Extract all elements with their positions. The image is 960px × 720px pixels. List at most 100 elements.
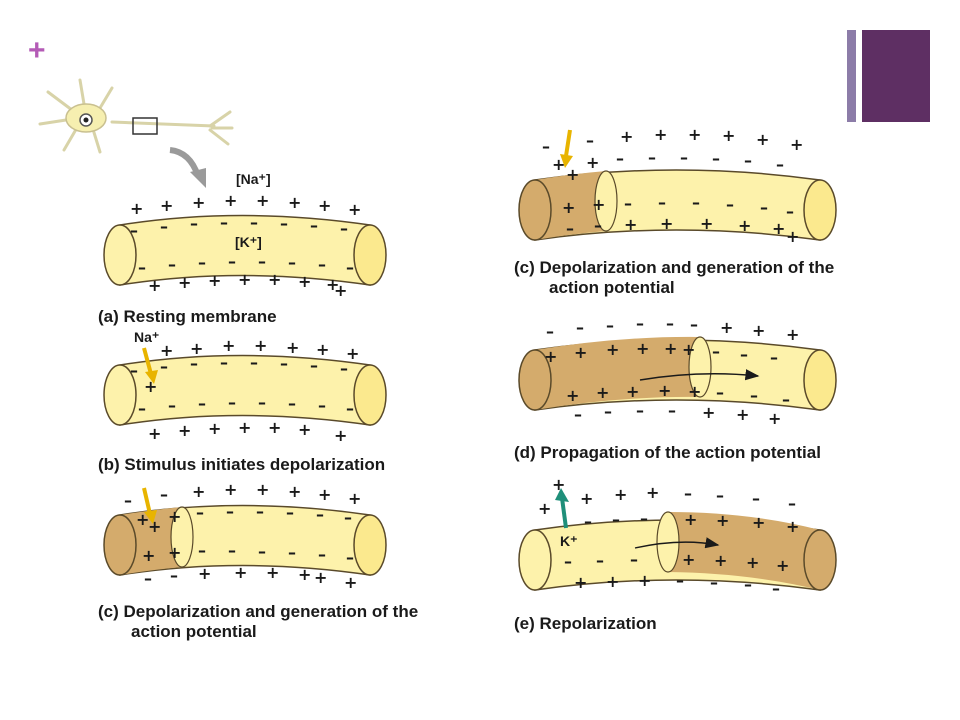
k-efflux-arrow xyxy=(555,488,569,529)
svg-text:+: + xyxy=(586,153,599,172)
svg-text:+: + xyxy=(144,377,157,396)
svg-text:+: + xyxy=(638,571,651,590)
svg-text:+: + xyxy=(348,200,361,219)
svg-text:+: + xyxy=(660,214,673,233)
svg-text:+: + xyxy=(776,556,789,575)
svg-text:–: – xyxy=(760,198,768,217)
svg-text:+: + xyxy=(752,321,765,340)
svg-text:+: + xyxy=(318,196,331,215)
svg-text:+: + xyxy=(254,336,267,355)
svg-text:+: + xyxy=(268,270,281,289)
svg-text:+: + xyxy=(190,339,203,358)
svg-text:+: + xyxy=(772,219,785,238)
svg-text:–: – xyxy=(668,401,676,420)
svg-text:–: – xyxy=(586,131,594,150)
svg-text:–: – xyxy=(750,386,758,405)
svg-text:+: + xyxy=(224,191,237,210)
svg-text:–: – xyxy=(280,354,288,373)
svg-text:+: + xyxy=(208,271,221,290)
svg-text:+: + xyxy=(786,227,799,246)
svg-text:–: – xyxy=(138,399,146,418)
svg-text:+: + xyxy=(700,214,713,233)
svg-text:–: – xyxy=(690,315,698,334)
svg-text:–: – xyxy=(616,149,624,168)
svg-text:+: + xyxy=(288,482,301,501)
svg-text:–: – xyxy=(666,314,674,333)
svg-text:+: + xyxy=(552,155,565,174)
svg-text:+: + xyxy=(658,381,671,400)
svg-text:–: – xyxy=(316,505,324,524)
svg-text:–: – xyxy=(346,399,354,418)
svg-text:–: – xyxy=(198,394,206,413)
axon-d xyxy=(518,336,837,411)
svg-text:+: + xyxy=(286,338,299,357)
svg-text:–: – xyxy=(346,548,354,567)
svg-text:–: – xyxy=(680,148,688,167)
svg-text:+: + xyxy=(636,339,649,358)
svg-text:+: + xyxy=(664,339,677,358)
svg-text:+: + xyxy=(654,125,667,144)
svg-text:+: + xyxy=(160,341,173,360)
svg-text:–: – xyxy=(710,573,718,592)
svg-text:+: + xyxy=(688,382,701,401)
svg-text:–: – xyxy=(772,579,780,598)
svg-text:+: + xyxy=(790,135,803,154)
svg-text:+: + xyxy=(702,403,715,422)
svg-text:–: – xyxy=(542,137,550,156)
svg-text:+: + xyxy=(224,480,237,499)
svg-text:–: – xyxy=(786,202,794,221)
svg-text:–: – xyxy=(692,193,700,212)
svg-text:–: – xyxy=(346,258,354,277)
svg-text:–: – xyxy=(776,155,784,174)
svg-text:+: + xyxy=(136,510,149,529)
caption-c-right-line2: action potential xyxy=(549,278,675,297)
charges-a: ++++ ++++ –––– –––– –––– –––– ++++ ++++ xyxy=(130,191,361,300)
svg-text:–: – xyxy=(196,503,204,522)
svg-text:+: + xyxy=(222,336,235,355)
svg-text:–: – xyxy=(712,342,720,361)
svg-text:–: – xyxy=(160,485,168,504)
svg-text:+: + xyxy=(178,421,191,440)
svg-text:+: + xyxy=(566,165,579,184)
svg-text:+: + xyxy=(786,325,799,344)
svg-text:–: – xyxy=(744,575,752,594)
svg-text:+: + xyxy=(314,568,327,587)
svg-text:+: + xyxy=(786,517,799,536)
axon-a xyxy=(103,214,387,286)
svg-text:+: + xyxy=(298,272,311,291)
svg-text:–: – xyxy=(220,353,228,372)
svg-text:+: + xyxy=(538,499,551,518)
svg-text:–: – xyxy=(716,486,724,505)
svg-text:–: – xyxy=(782,390,790,409)
caption-e: (e) Repolarization xyxy=(514,614,657,633)
axon-zoom-box xyxy=(132,117,158,135)
svg-text:+: + xyxy=(626,382,639,401)
svg-text:–: – xyxy=(286,503,294,522)
svg-text:–: – xyxy=(604,402,612,421)
svg-text:–: – xyxy=(310,356,318,375)
svg-text:+: + xyxy=(142,546,155,565)
svg-text:–: – xyxy=(228,541,236,560)
svg-text:–: – xyxy=(636,401,644,420)
svg-text:+: + xyxy=(298,420,311,439)
svg-text:–: – xyxy=(170,566,178,585)
svg-text:+: + xyxy=(682,340,695,359)
svg-text:+: + xyxy=(768,409,781,428)
svg-text:+: + xyxy=(596,383,609,402)
svg-text:–: – xyxy=(594,216,602,235)
svg-text:+: + xyxy=(646,483,659,502)
svg-text:+: + xyxy=(756,130,769,149)
svg-text:–: – xyxy=(712,149,720,168)
na-influx-arrow-c-left xyxy=(142,487,157,524)
na-outside-label: [Na⁺] xyxy=(236,171,271,187)
svg-text:–: – xyxy=(636,314,644,333)
svg-text:+: + xyxy=(344,573,357,592)
na-influx-arrow-c-right xyxy=(560,129,573,168)
charges-e: ++++ + –––– ––– ++++ ––– ++++ +++ –––– xyxy=(538,475,799,598)
svg-text:+: + xyxy=(606,572,619,591)
svg-text:+: + xyxy=(160,196,173,215)
charges-d: –––– ––++ + ++++ ++ ––– ++++ + ––– –––– … xyxy=(544,314,799,428)
svg-text:–: – xyxy=(288,543,296,562)
svg-text:+: + xyxy=(714,551,727,570)
